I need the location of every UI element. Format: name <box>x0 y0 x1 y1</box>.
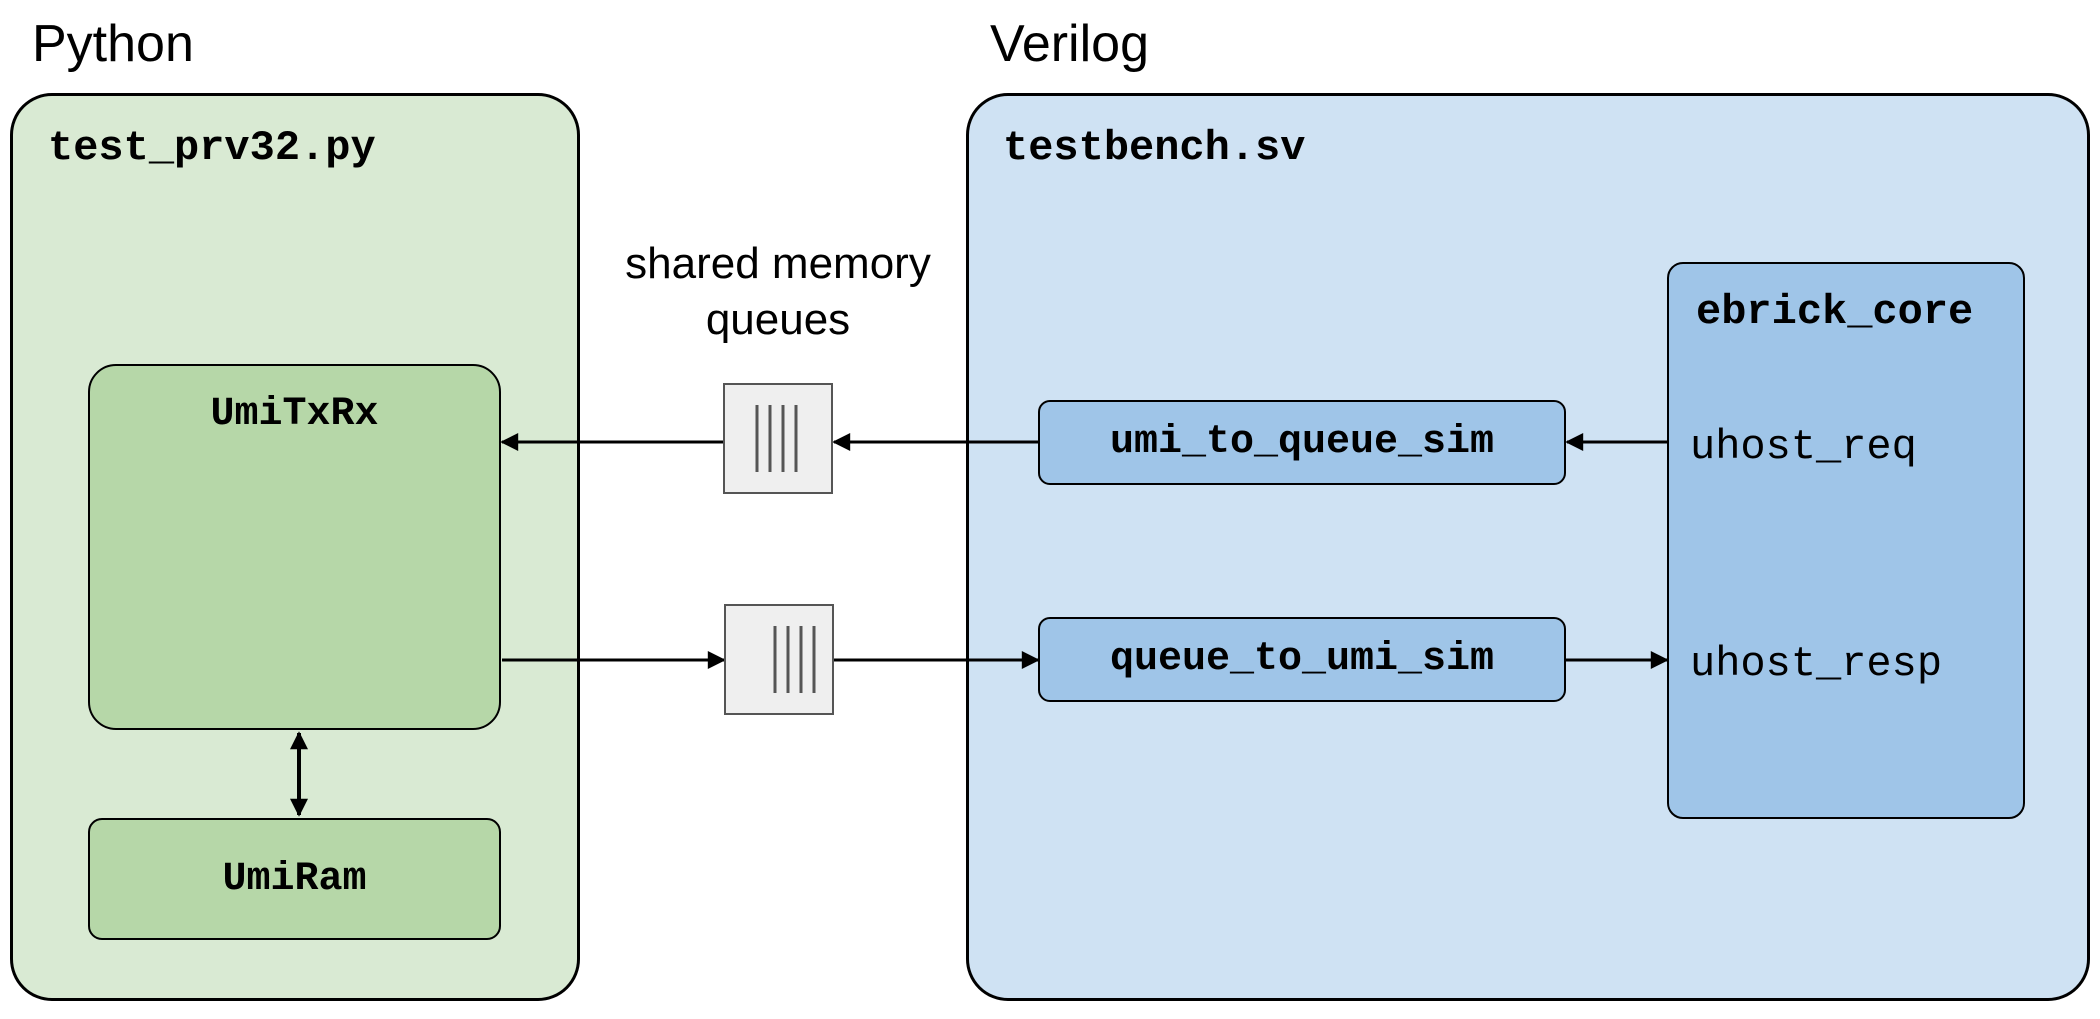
umi-to-queue-label: umi_to_queue_sim <box>1109 420 1495 465</box>
verilog-heading: Verilog <box>990 15 1149 73</box>
python-file-label: test_prv32.py <box>48 124 376 172</box>
uhost-resp-port: uhost_resp <box>1690 640 1943 688</box>
queue-to-umi-block: queue_to_umi_sim <box>1038 617 1566 702</box>
ebrick-core-block <box>1667 262 2025 819</box>
queues-caption-line1: shared memory <box>625 239 931 288</box>
queue-to-umi-label: queue_to_umi_sim <box>1109 637 1495 682</box>
response-queue-icon <box>724 604 834 715</box>
queues-caption: shared memory queues <box>600 236 956 348</box>
uhost-req-port: uhost_req <box>1690 423 1917 471</box>
umitxrx-label: UmiTxRx <box>210 392 379 437</box>
request-queue-icon <box>723 383 833 494</box>
umiram-label: UmiRam <box>222 856 367 902</box>
python-heading: Python <box>32 15 194 73</box>
umi-to-queue-block: umi_to_queue_sim <box>1038 400 1566 485</box>
umiram-block: UmiRam <box>88 818 501 940</box>
ebrick-core-title: ebrick_core <box>1696 288 1974 336</box>
verilog-file-label: testbench.sv <box>1003 124 1306 172</box>
umitxrx-block: UmiTxRx <box>88 364 501 730</box>
queues-caption-line2: queues <box>705 295 851 344</box>
